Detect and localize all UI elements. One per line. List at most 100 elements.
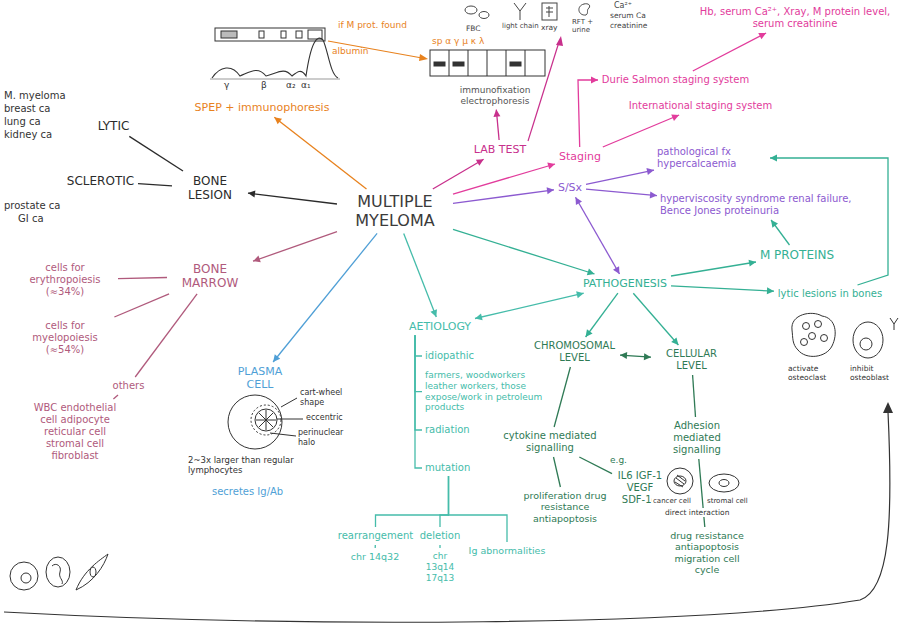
mindmap-node: deletion <box>419 530 461 542</box>
bone-cells-part <box>803 323 810 330</box>
mindmap-node: immunofixation electrophoresis <box>450 85 540 107</box>
node-text: chr 13q14 17q13 <box>420 551 460 583</box>
marrow-cells-part <box>90 567 96 577</box>
mindmap-node: drug resistance antiapoptosis migration … <box>662 530 752 576</box>
node-text: BONE LESION <box>175 174 245 203</box>
node-text: S/Sx <box>557 181 583 194</box>
node-text: Ig abnormalities <box>468 545 546 556</box>
node-text: others <box>112 380 145 392</box>
connector-line <box>554 457 561 487</box>
mindmap-node: Staging <box>558 150 602 163</box>
node-text: WBC endothelial cell adipocyte reticular… <box>25 402 125 462</box>
mindmap-node: LAB TEST <box>473 143 527 156</box>
immunofixation-strip-part <box>449 50 525 76</box>
node-text: immunofixation electrophoresis <box>450 85 540 107</box>
annotation-label: FBC <box>466 24 482 33</box>
mindmap-node: CHROMOSOMAL LEVEL <box>532 340 617 364</box>
node-text: idiopathic <box>425 350 476 362</box>
arrow-head <box>767 287 774 294</box>
node-text: mutation <box>425 462 472 474</box>
connector-line <box>375 545 376 548</box>
node-text: LYTIC <box>97 119 130 133</box>
mindmap-node: PLASMA CELL <box>230 365 290 391</box>
node-text: SPEP + immunophoresis <box>194 101 330 114</box>
mindmap-node: Ig abnormalities <box>468 545 546 556</box>
connector <box>586 189 657 198</box>
annotation-label: cancer cell <box>652 497 695 505</box>
marrow-cells-part <box>76 554 108 590</box>
electrophoresis-strip-part <box>281 31 286 38</box>
plasma-cell-drawing-part <box>256 410 276 430</box>
node-text: CHROMOSOMAL LEVEL <box>532 340 617 364</box>
node-text: cells for erythropoiesis (≈34%) <box>15 262 115 298</box>
connector-line <box>114 294 169 317</box>
connector-line <box>440 476 449 527</box>
arrow-head <box>253 256 261 263</box>
annotation-label: light chain <box>502 22 540 30</box>
connector-line <box>693 33 766 71</box>
connector-line <box>274 117 366 189</box>
node-text: PATHOGENESIS <box>582 277 668 290</box>
connector-line <box>129 136 183 171</box>
connector <box>129 136 183 171</box>
connector <box>253 232 337 263</box>
lab-test-icons-part <box>546 6 553 17</box>
flow-arrow-part <box>419 54 428 61</box>
connector-line <box>415 335 422 430</box>
connector-line <box>671 286 774 291</box>
connector-line <box>475 293 584 318</box>
connector <box>433 159 484 189</box>
electrophoresis-strip-part <box>221 31 237 38</box>
connector <box>415 335 422 391</box>
mindmap-node: SCLEROTIC <box>66 174 135 188</box>
annotation-label: if M prot. found <box>338 20 408 31</box>
mindmap-node: BONE LESION <box>175 174 245 203</box>
electrophoresis-strip-part <box>215 28 325 41</box>
connector <box>114 294 169 317</box>
connector-line <box>579 457 612 474</box>
connector <box>375 545 376 548</box>
mindmap-node: M PROTEINS <box>759 248 835 262</box>
connector-line <box>453 190 554 204</box>
connector <box>453 187 554 203</box>
annotation-label: secretes Ig/Ab <box>212 486 285 498</box>
lab-test-icons-part <box>479 12 489 19</box>
mindmap-node: WBC endothelial cell adipocyte reticular… <box>25 402 125 462</box>
electrophoresis-curve <box>210 38 340 79</box>
node-text: deletion <box>419 530 461 542</box>
connector <box>693 375 696 417</box>
connector <box>620 352 651 360</box>
connector <box>415 335 422 356</box>
mindmap-node: idiopathic <box>425 350 476 362</box>
node-text: hyperviscosity syndrome renal failure, B… <box>660 193 860 217</box>
annotation-label: serum Ca <box>610 11 647 20</box>
connector <box>575 197 619 274</box>
connector <box>771 220 789 245</box>
marrow-cells-part <box>10 562 38 590</box>
connector <box>603 114 679 147</box>
connector <box>770 155 888 286</box>
mindmap-node: hyperviscosity syndrome renal failure, B… <box>660 193 860 217</box>
connector <box>135 294 197 377</box>
connector <box>440 476 449 527</box>
annotation-label: perinuclear halo <box>298 428 358 447</box>
lab-test-icons-part <box>542 3 557 20</box>
node-text: MULTIPLE MYELOMA <box>340 192 450 230</box>
connector-line <box>576 197 620 274</box>
connector <box>113 395 118 399</box>
mindmap-node: AETIOLOGY <box>408 320 472 333</box>
connector-line <box>586 170 654 184</box>
annotation-label: α₂ <box>286 80 297 91</box>
connector-line <box>376 476 449 527</box>
mindmap-node: PATHOGENESIS <box>582 277 668 290</box>
arrow-head <box>749 260 756 267</box>
marrow-cells <box>10 554 108 590</box>
mindmap-node: others <box>112 380 145 392</box>
arrow-head <box>671 337 678 345</box>
annotation-label: breast ca <box>4 103 52 115</box>
arrow-head <box>770 155 777 162</box>
electrophoresis-curve-part <box>212 38 338 78</box>
mindmap-node: lytic lesions in bones <box>777 288 883 300</box>
node-text: Hb, serum Ca²⁺, Xray, M protein level, s… <box>695 6 895 30</box>
annotation-label: inhibit osteoblast <box>850 364 900 382</box>
